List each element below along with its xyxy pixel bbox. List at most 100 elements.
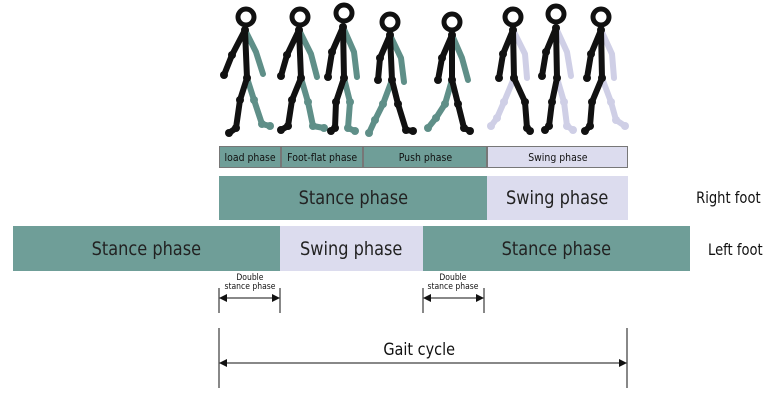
joint [560,98,568,106]
joint [379,100,387,108]
joint [324,73,332,81]
joint [304,98,312,106]
head [289,6,311,28]
joint [541,126,549,134]
joint [553,74,561,82]
joint [460,124,468,132]
head [235,6,257,28]
joint [241,26,249,34]
left-stance-2-label: Stance phase [501,237,612,260]
joint [309,122,317,130]
joint [243,74,251,82]
joint [250,96,258,104]
torso [598,27,605,81]
joint [320,124,328,132]
left-stance-bar-2: Stance phase [423,226,690,271]
joint [495,74,503,82]
joint [466,127,474,135]
highlight-leg [298,75,327,131]
joint [581,127,589,135]
swing-phase-box: Swing phase [487,146,628,168]
joint [228,51,236,59]
walking-figures [220,2,629,137]
joint [499,50,507,58]
highlight-leg [488,75,517,129]
swing-phase-label: Swing phase [527,150,588,164]
joint [587,50,595,58]
double-stance-1-text: Double stance phase [224,273,276,292]
joint [607,98,615,106]
foot-flat-phase-label: Foot-flat phase [287,150,358,164]
right-swing-label: Swing phase [506,187,609,209]
joint [327,127,335,135]
joint [236,96,244,104]
joint [424,124,432,132]
right-stance-label: Stance phase [298,187,408,209]
joint [583,74,591,82]
joint [493,114,501,122]
highlight-arm [510,27,530,81]
joint [521,98,529,106]
joint [612,116,620,124]
joint [220,71,228,79]
highlight-leg [599,75,628,129]
joint [487,122,495,130]
left-stance-1-label: Stance phase [91,237,202,260]
joint [365,129,373,137]
joint [277,72,285,80]
torso [553,25,560,81]
highlight-leg [366,77,395,136]
highlight-arm [296,27,320,80]
joint [434,76,442,84]
joint [598,74,606,82]
joint [376,54,384,62]
push-phase-box: Push phase [363,146,487,168]
joint [621,122,629,130]
left-swing-bar: Swing phase [280,226,423,271]
joint [448,76,456,84]
head [441,11,463,33]
head [590,6,612,28]
joint [402,126,410,134]
highlight-arm [387,32,407,85]
torso [296,27,304,81]
head [545,3,567,25]
joint [386,31,394,39]
joint [588,98,596,106]
joint [284,122,292,130]
gait-cycle-label: Gait cycle [383,340,455,360]
head [333,2,355,24]
torso [387,32,395,83]
joint [438,54,446,62]
highlight-arm [553,25,574,79]
joint [563,122,571,130]
highlight-leg [244,75,273,129]
head [379,11,401,33]
joint [388,76,396,84]
left-swing-label: Swing phase [300,237,403,260]
joint [510,74,518,82]
joint [542,48,550,56]
left-stance-bar-1: Stance phase [13,226,280,271]
joint [328,48,336,56]
joint [346,98,354,106]
joint [432,114,440,122]
right-foot-label: Right foot [695,188,761,207]
joint [500,98,508,106]
left-foot-label: Left foot [707,240,763,259]
torso [510,27,517,81]
dark-leg [226,75,250,136]
joint [586,122,594,130]
joint [344,124,352,132]
joint [225,129,233,137]
torso [340,24,347,81]
joint [266,122,274,130]
torso [242,27,250,81]
joint [597,26,605,34]
joint [340,74,348,82]
joint [277,126,285,134]
joint [548,98,556,106]
double-stance-2-text: Double stance phase [427,273,479,292]
joint [409,127,417,135]
joint [297,74,305,82]
